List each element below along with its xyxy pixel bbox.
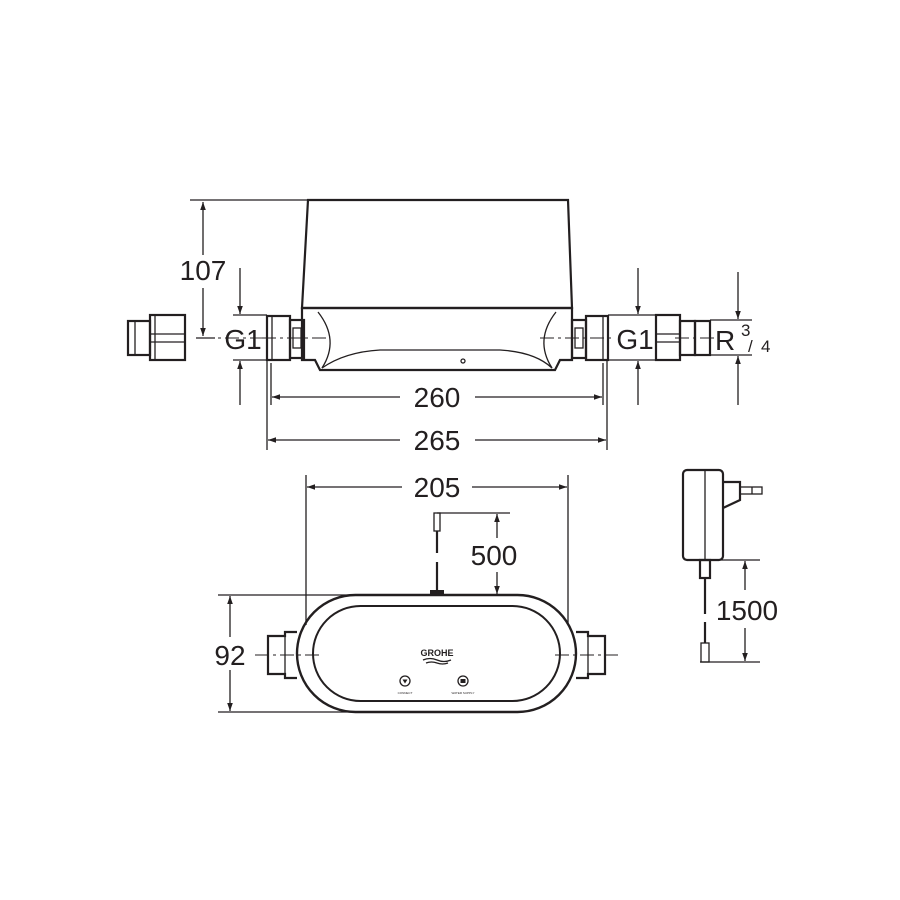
wifi-icon [402, 679, 408, 684]
width-dim-205: 205 [414, 472, 461, 503]
thread-denominator: 4 [761, 337, 770, 356]
water-icon [460, 679, 466, 683]
height-dim-107: 107 [180, 255, 227, 286]
thread-numerator: 3 [741, 321, 750, 340]
housing-bottom [300, 306, 574, 372]
thread-label-right: G1 [616, 324, 653, 355]
power-adapter: 1500 [681, 468, 778, 663]
adapter-cable-length-1500: 1500 [716, 595, 778, 626]
length-dim-265: 265 [414, 425, 461, 456]
housing-top [300, 198, 574, 310]
top-view: 107 G1 G1 R 3 / 4 260 265 [126, 198, 770, 456]
sensor-cable [430, 512, 444, 596]
right-connector [654, 313, 712, 362]
connector-thread-label: R 3 / 4 [715, 321, 770, 356]
device-body-inner [312, 605, 561, 702]
height-dim-92: 92 [214, 640, 245, 671]
thread-label-left: G1 [224, 324, 261, 355]
length-dim-260: 260 [414, 382, 461, 413]
connect-label: CONNECT [398, 691, 413, 695]
connect-button[interactable] [399, 675, 411, 687]
left-connector [126, 313, 187, 362]
front-view: GROHE CONNECT WATER SUPPLY 205 500 92 [214, 472, 618, 714]
thread-r: R [715, 325, 735, 356]
water-supply-button[interactable] [457, 675, 469, 687]
fraction-slash: / [748, 337, 753, 356]
cable-length-500: 500 [471, 540, 518, 571]
grohe-logo: GROHE [420, 648, 453, 658]
water-supply-label: WATER SUPPLY [452, 691, 475, 695]
